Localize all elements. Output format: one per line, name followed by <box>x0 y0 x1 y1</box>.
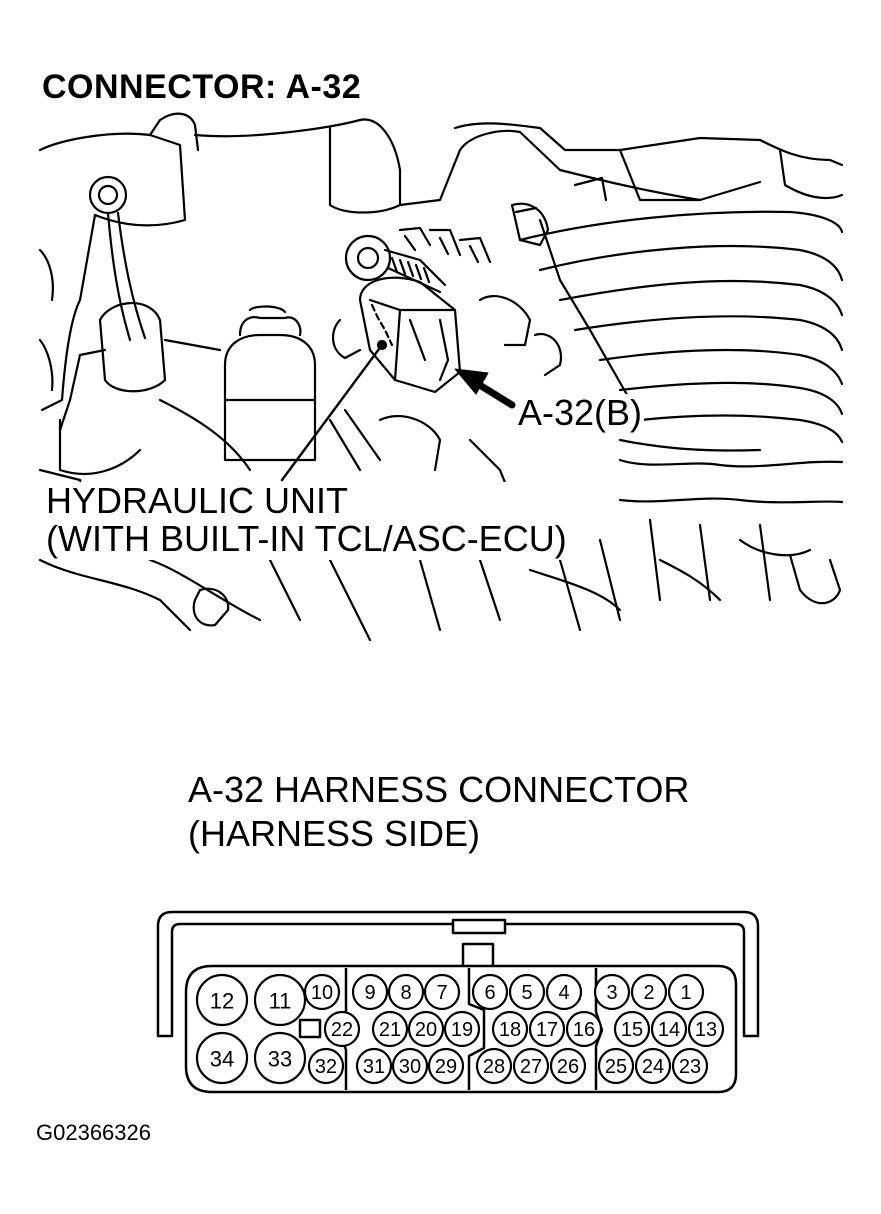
intake-manifold <box>510 202 844 452</box>
terminal-33-cavity <box>253 1031 307 1085</box>
terminal-28-cavity <box>475 1047 513 1085</box>
terminal-9-label: 9 <box>364 982 375 1004</box>
terminal-14-cavity <box>650 1010 688 1048</box>
terminal-26-cavity <box>549 1047 587 1085</box>
terminal-30-label: 30 <box>399 1056 421 1078</box>
terminal-20-cavity <box>407 1010 445 1048</box>
terminal-7-cavity <box>423 973 461 1011</box>
key-slot <box>298 1018 322 1039</box>
terminal-25-label: 25 <box>605 1056 627 1078</box>
terminal-18-cavity <box>491 1010 529 1048</box>
terminal-8-label: 8 <box>400 982 411 1004</box>
hydraulic-unit-label: HYDRAULIC UNIT (WITH BUILT-IN TCL/ASC-EC… <box>44 482 571 560</box>
terminal-15-label: 15 <box>621 1019 643 1041</box>
terminal-10-label: 10 <box>311 982 333 1004</box>
terminal-20-label: 20 <box>415 1019 437 1041</box>
terminal-11-label: 11 <box>269 989 292 1014</box>
connector-location-label: A-32(B) <box>516 392 645 433</box>
hydraulic-unit <box>332 226 563 394</box>
location-arrow <box>454 368 516 409</box>
terminal-3-label: 3 <box>606 982 617 1004</box>
figure-id: G02366326 <box>36 1120 151 1145</box>
terminal-14-label: 14 <box>658 1019 680 1041</box>
strut-tower <box>38 112 200 412</box>
terminal-18-label: 18 <box>499 1019 521 1041</box>
terminal-19-label: 19 <box>451 1019 473 1041</box>
terminal-19-cavity <box>443 1010 481 1048</box>
hydraulic-unit-label-line2: (WITH BUILT-IN TCL/ASC-ECU) <box>46 518 567 559</box>
terminal-21-cavity <box>371 1010 409 1048</box>
terminal-1-label: 1 <box>680 982 691 1004</box>
terminal-4-label: 4 <box>558 982 569 1004</box>
connector-lock-tab <box>451 918 507 935</box>
connector-view-title: A-32 HARNESS CONNECTOR (HARNESS SIDE) <box>188 768 689 856</box>
terminal-23-label: 23 <box>679 1056 701 1078</box>
terminal-12-label: 12 <box>210 989 234 1014</box>
terminal-32-label: 32 <box>315 1056 337 1078</box>
terminal-23-cavity <box>671 1047 709 1085</box>
engine-bay-illustration <box>38 112 844 642</box>
terminal-25-cavity <box>597 1047 635 1085</box>
terminal-7-label: 7 <box>436 982 447 1004</box>
terminal-17-label: 17 <box>536 1019 558 1041</box>
terminal-2-label: 2 <box>643 982 654 1004</box>
terminal-4-cavity <box>545 973 583 1011</box>
terminal-5-cavity <box>508 973 546 1011</box>
hydraulic-unit-label-line1: HYDRAULIC UNIT <box>46 480 349 521</box>
terminal-34-cavity <box>195 1031 249 1085</box>
terminal-17-cavity <box>528 1010 566 1048</box>
terminal-6-cavity <box>471 973 509 1011</box>
terminal-28-label: 28 <box>483 1056 505 1078</box>
terminal-16-cavity <box>565 1010 603 1048</box>
terminal-9-cavity <box>351 973 389 1011</box>
connector-view-title-line1: A-32 HARNESS CONNECTOR <box>188 769 690 810</box>
connector-housing <box>156 910 760 1038</box>
terminal-3-cavity <box>593 973 631 1011</box>
terminal-8-cavity <box>387 973 425 1011</box>
terminal-21-label: 21 <box>379 1019 401 1041</box>
terminal-10-cavity <box>303 973 341 1011</box>
terminal-32-cavity <box>307 1047 345 1085</box>
terminal-31-cavity <box>355 1047 393 1085</box>
terminal-16-label: 16 <box>573 1019 595 1041</box>
terminal-27-cavity <box>512 1047 550 1085</box>
terminal-2-cavity <box>630 973 668 1011</box>
terminal-34-label: 34 <box>210 1047 234 1072</box>
lower-components <box>38 302 844 642</box>
terminal-29-cavity <box>427 1047 465 1085</box>
terminal-24-label: 24 <box>642 1056 664 1078</box>
terminal-11-cavity <box>253 973 307 1027</box>
connector-divider <box>467 968 486 1090</box>
terminal-5-label: 5 <box>521 982 532 1004</box>
terminal-30-cavity <box>391 1047 429 1085</box>
page-title: CONNECTOR: A-32 <box>42 68 362 106</box>
terminal-24-cavity <box>634 1047 672 1085</box>
connector-view-title-line2: (HARNESS SIDE) <box>188 813 481 854</box>
engine-top-cover <box>193 118 844 214</box>
terminal-1-cavity <box>667 973 705 1011</box>
terminal-22-cavity <box>323 1010 361 1048</box>
terminal-12-cavity <box>195 973 249 1027</box>
terminal-15-cavity <box>613 1010 651 1048</box>
connector-lock-slot <box>461 942 495 976</box>
terminal-6-label: 6 <box>484 982 495 1004</box>
terminal-13-cavity <box>687 1010 725 1048</box>
terminal-31-label: 31 <box>363 1056 385 1078</box>
hydraulic-unit-leader-line <box>280 343 384 482</box>
terminal-22-label: 22 <box>331 1019 353 1041</box>
terminal-27-label: 27 <box>520 1056 542 1078</box>
terminal-26-label: 26 <box>557 1056 579 1078</box>
terminal-29-label: 29 <box>435 1056 457 1078</box>
terminal-33-label: 33 <box>268 1047 292 1072</box>
brake-reservoir <box>223 305 317 462</box>
terminal-13-label: 13 <box>695 1019 717 1041</box>
